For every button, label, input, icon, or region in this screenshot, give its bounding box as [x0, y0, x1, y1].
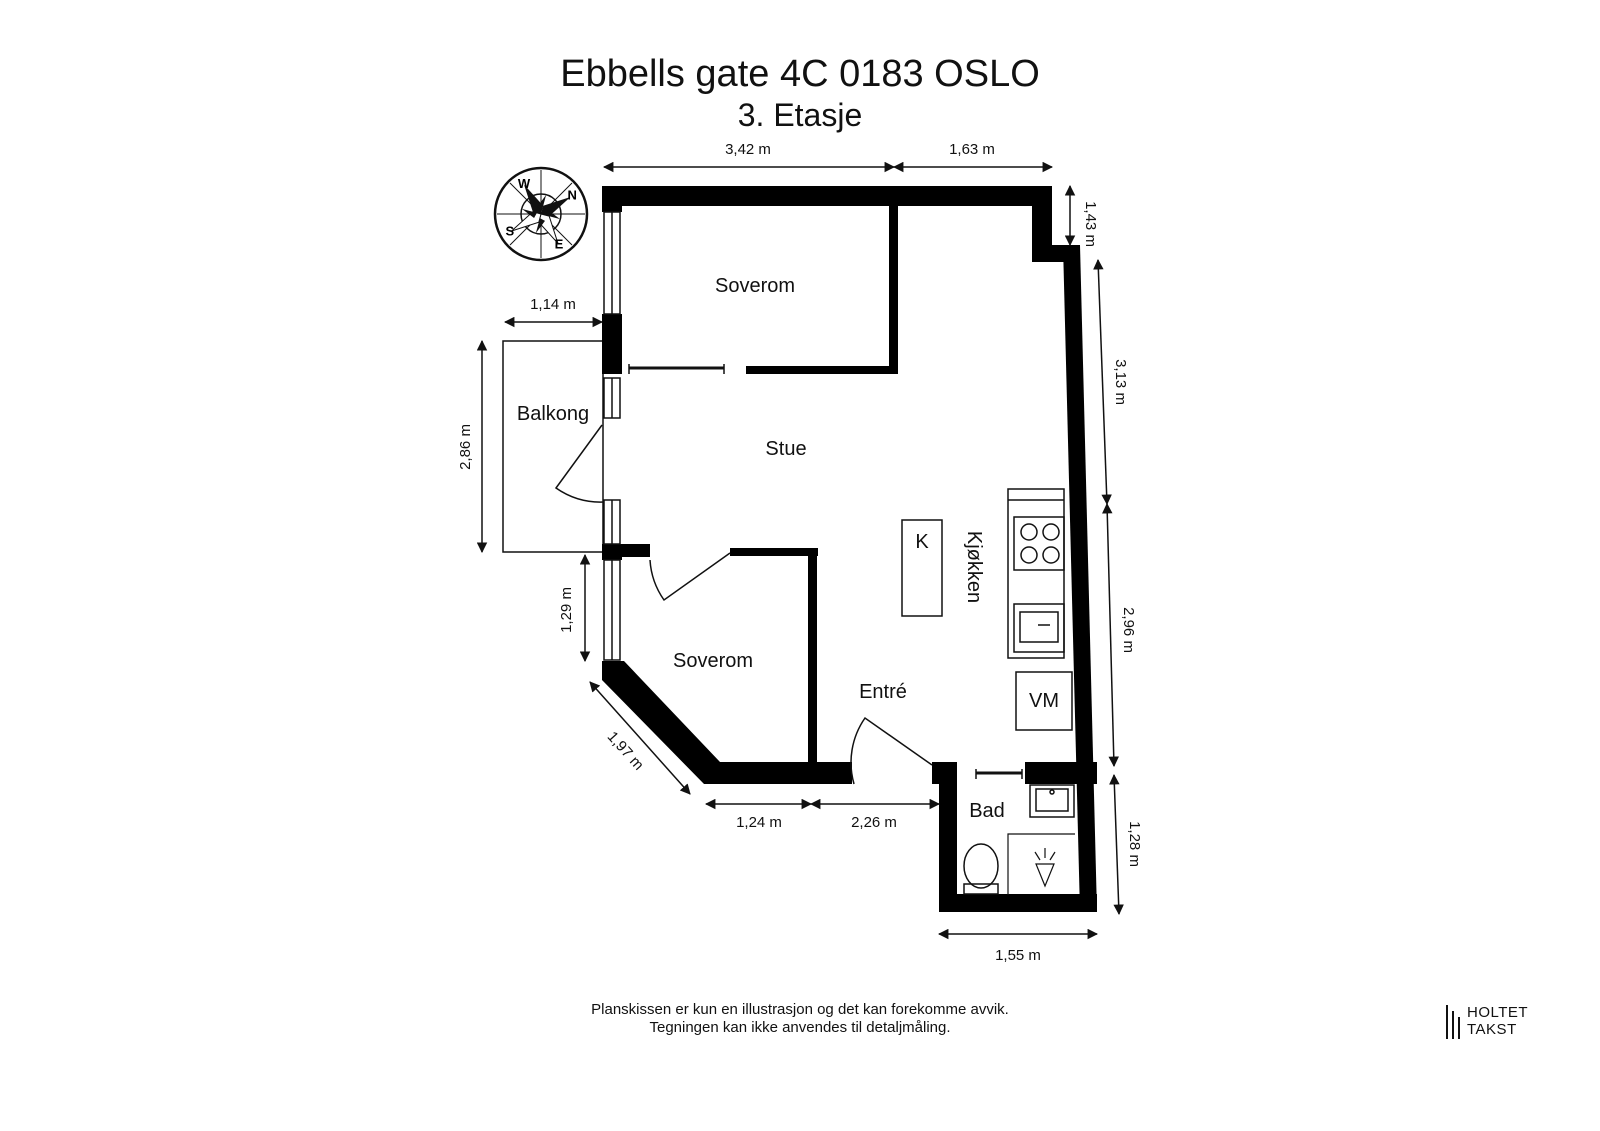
- compass-s: S: [505, 223, 514, 238]
- dim-bottom-middle: 2,26 m: [851, 814, 897, 831]
- balcony-outline: [502, 340, 604, 553]
- kitchen-island: [901, 519, 943, 617]
- kitchen-sink-icon: [1013, 603, 1065, 653]
- kitchen-counter: [1007, 488, 1065, 659]
- disclaimer: Planskissen er kun en illustrasjon og de…: [0, 1001, 1600, 1037]
- doors: [554, 364, 1023, 785]
- logo-line-1: HOLTET: [1467, 1004, 1529, 1021]
- logo-text: HOLTET TAKST: [1467, 1004, 1528, 1038]
- dim-right-notch: 1,43 m: [1082, 201, 1099, 247]
- dim-balcony-width: 1,14 m: [530, 296, 576, 313]
- compass-icon: W S N E: [493, 166, 589, 262]
- dim-balcony-height: 2,86 m: [457, 424, 474, 470]
- room-label-kitchen: Kjøkken: [963, 531, 985, 603]
- dim-diagonal: 1,97 m: [604, 728, 647, 773]
- holtet-takst-logo: HOLTET TAKST: [1445, 1003, 1555, 1041]
- compass-w: W: [518, 176, 531, 191]
- dim-left-lower: 1,29 m: [558, 587, 575, 633]
- plan-floor-subtitle: 3. Etasje: [737, 97, 863, 133]
- bathroom-sink-icon: [1029, 784, 1075, 818]
- room-label-bedroom-top: Soverom: [715, 275, 795, 297]
- dim-right-middle: 2,96 m: [1120, 607, 1137, 653]
- logo-bars-icon: [1446, 1005, 1460, 1039]
- room-label-bathroom: Bad: [969, 800, 1005, 822]
- dim-right-lower: 1,28 m: [1126, 821, 1143, 867]
- toilet-icon: [963, 843, 999, 895]
- disclaimer-line-2: Tegningen kan ikke anvendes til detaljmå…: [649, 1019, 951, 1036]
- dim-top-left: 3,42 m: [725, 141, 771, 158]
- room-label-bedroom-bottom: Soverom: [673, 650, 753, 672]
- logo-line-2: TAKST: [1467, 1021, 1517, 1038]
- exterior-walls: [602, 186, 1097, 912]
- washing-machine: [1015, 671, 1073, 731]
- dim-bottom-left: 1,24 m: [736, 814, 782, 831]
- disclaimer-line-1: Planskissen er kun en illustrasjon og de…: [591, 1001, 1009, 1018]
- compass-n: N: [567, 187, 576, 202]
- label-kitchen-island: K: [915, 531, 929, 553]
- room-label-entrance: Entré: [859, 681, 907, 703]
- left-windows: [603, 211, 621, 661]
- compass-e: E: [555, 237, 564, 252]
- dim-top-right: 1,63 m: [949, 141, 995, 158]
- label-washing-machine: VM: [1029, 690, 1059, 712]
- stove-icon: [1013, 516, 1065, 571]
- room-label-living: Stue: [765, 438, 806, 460]
- dim-bathroom-width: 1,55 m: [995, 947, 1041, 964]
- room-label-balcony: Balkong: [517, 403, 589, 425]
- dimension-lines: [476, 161, 1124, 940]
- dim-right-upper: 3,13 m: [1112, 359, 1129, 405]
- shower-icon: [1007, 833, 1075, 895]
- interior-walls: [730, 206, 1097, 784]
- plan-address-title: Ebbells gate 4C 0183 OSLO: [560, 53, 1040, 95]
